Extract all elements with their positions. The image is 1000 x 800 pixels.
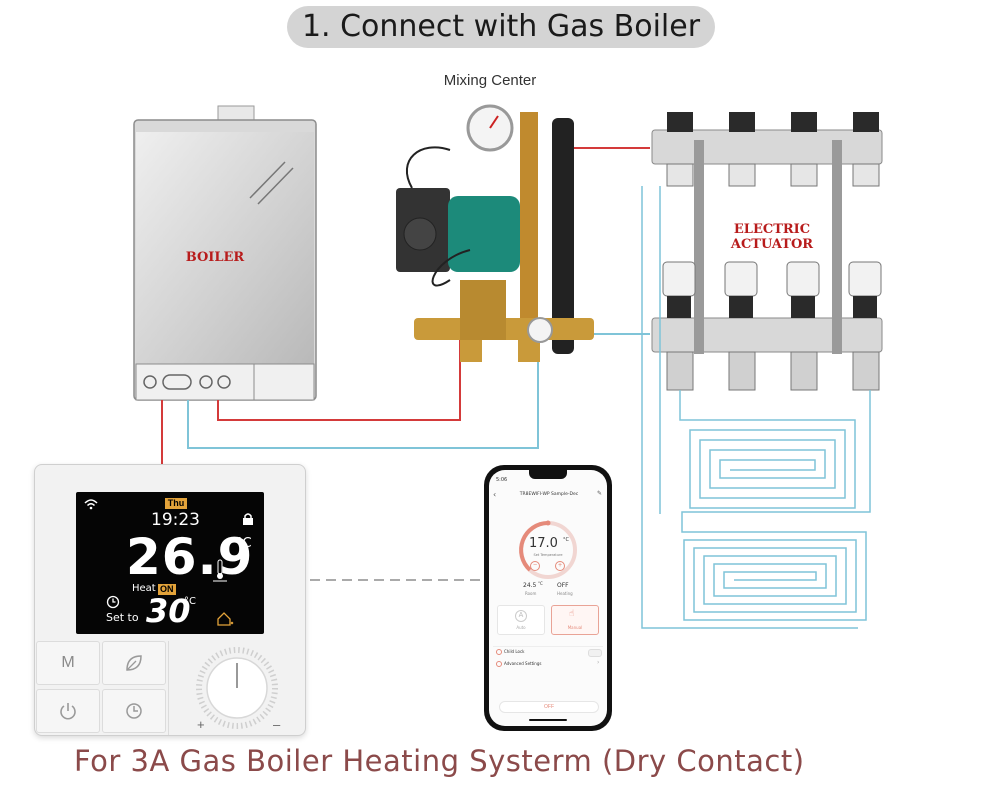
manifold bbox=[651, 112, 883, 391]
boiler-label: BOILER bbox=[185, 250, 245, 265]
auto-icon: A bbox=[515, 610, 527, 622]
heat-on-badge: ON bbox=[158, 584, 176, 595]
eco-button[interactable] bbox=[102, 641, 166, 685]
device-name: TR8EWIFI-WP Sample-Dec bbox=[519, 492, 579, 497]
auto-mode-button[interactable]: A Auto bbox=[497, 605, 545, 635]
edit-icon[interactable]: ✎ bbox=[597, 490, 603, 497]
timer-icon bbox=[126, 703, 142, 719]
set-temperature-caption: Set Temperature bbox=[533, 553, 563, 557]
bottom-caption: For 3A Gas Boiler Heating Systerm (Dry C… bbox=[74, 744, 805, 778]
manifold-supply-pipes bbox=[574, 147, 650, 335]
actuator-label-line1: ELECTRIC bbox=[733, 222, 811, 237]
thermostat-keypad: M + – bbox=[35, 641, 305, 735]
auto-mode-label: Auto bbox=[516, 625, 526, 630]
schedule-button[interactable] bbox=[102, 689, 166, 733]
current-temperature: 26.9 bbox=[126, 528, 254, 586]
wifi-icon bbox=[84, 499, 98, 510]
clock-time: 19:23 bbox=[151, 510, 200, 530]
phone-notch bbox=[529, 470, 567, 479]
hand-icon: ☝ bbox=[569, 609, 575, 619]
back-icon[interactable]: ‹ bbox=[493, 490, 497, 499]
dial-minus: – bbox=[273, 717, 281, 732]
increase-button[interactable]: + bbox=[555, 561, 565, 571]
home-indicator bbox=[529, 719, 567, 721]
power-icon bbox=[60, 703, 76, 720]
boiler-unit bbox=[133, 105, 317, 401]
status-time: 5:06 bbox=[496, 477, 508, 483]
temperature-gauge bbox=[519, 520, 577, 579]
set-to-label: Set to bbox=[106, 611, 139, 624]
electric-actuator-label: ELECTRIC ACTUATOR bbox=[712, 222, 832, 252]
room-label: Room bbox=[525, 591, 537, 596]
mixing-center bbox=[396, 104, 594, 362]
heating-state: OFF bbox=[557, 582, 569, 589]
thermostat: Thu 19:23 26.9 °C Heat ON Set to 30 °C M bbox=[34, 464, 306, 736]
set-temperature-unit: °C bbox=[184, 596, 196, 607]
dial-area: + – bbox=[168, 641, 305, 735]
smartphone: 5:06 ‹ TR8EWIFI-WP Sample-Dec ✎ 17.0 °C … bbox=[484, 465, 612, 731]
settings-icon bbox=[496, 661, 502, 667]
divider bbox=[493, 646, 603, 647]
off-button[interactable]: OFF bbox=[499, 701, 599, 713]
actuator-label-line2: ACTUATOR bbox=[730, 237, 814, 252]
power-button[interactable] bbox=[36, 689, 100, 733]
floor-sensor-icon bbox=[213, 559, 227, 582]
temperature-unit: °C bbox=[236, 536, 252, 551]
room-temperature-unit: °C bbox=[538, 581, 543, 586]
child-lock-label: Child Lock bbox=[504, 649, 525, 654]
decrease-button[interactable]: − bbox=[530, 561, 540, 571]
child-lock-toggle[interactable] bbox=[588, 649, 602, 657]
day-badge: Thu bbox=[165, 498, 187, 509]
advanced-settings-label[interactable]: Advanced Settings bbox=[504, 661, 542, 666]
temperature-dial[interactable] bbox=[192, 645, 282, 731]
manual-mode-button[interactable]: ☝ Manual bbox=[551, 605, 599, 635]
phone-screen: 5:06 ‹ TR8EWIFI-WP Sample-Dec ✎ 17.0 °C … bbox=[489, 470, 607, 726]
set-temperature-value: 17.0 bbox=[529, 536, 558, 551]
room-temperature: 24.5 bbox=[523, 582, 537, 589]
boiler-supply-pipes bbox=[161, 340, 539, 466]
mode-button[interactable]: M bbox=[36, 641, 100, 685]
manual-mode-label: Manual bbox=[567, 625, 583, 630]
mixing-center-label: Mixing Center bbox=[443, 72, 537, 89]
set-temperature: 30 bbox=[146, 592, 191, 630]
chevron-right-icon: › bbox=[597, 659, 600, 666]
home-icon bbox=[217, 612, 234, 626]
child-lock-icon bbox=[496, 649, 502, 655]
actuator-heads bbox=[662, 261, 882, 297]
heat-label: Heat bbox=[132, 583, 156, 594]
leaf-icon bbox=[126, 655, 142, 671]
lock-icon bbox=[243, 513, 253, 525]
set-temperature-unit: °C bbox=[563, 537, 569, 543]
dial-plus: + bbox=[197, 717, 205, 732]
thermostat-display: Thu 19:23 26.9 °C Heat ON Set to 30 °C bbox=[76, 492, 264, 634]
clock-icon bbox=[106, 595, 120, 609]
page-title: 1. Connect with Gas Boiler bbox=[287, 6, 715, 48]
heating-label: Heating bbox=[557, 591, 573, 596]
floor-heating-loops bbox=[641, 186, 871, 629]
